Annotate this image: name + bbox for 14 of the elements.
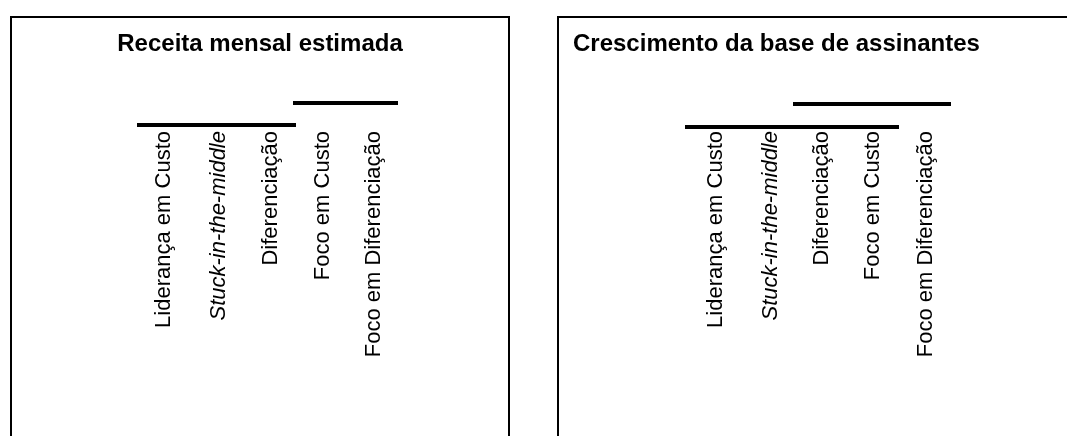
panel-title: Receita mensal estimada (116, 28, 404, 58)
category-label: Liderança em Custo (702, 131, 728, 328)
category-label: Foco em Custo (859, 131, 885, 281)
category-label: Diferenciação (808, 131, 834, 266)
category-label: Stuck-in-the-middle (205, 131, 231, 321)
category-label: Liderança em Custo (150, 131, 176, 328)
panel-frame (557, 16, 1067, 436)
category-label: Diferenciação (257, 131, 283, 266)
panel-title: Crescimento da base de assinantes (572, 28, 981, 58)
category-label: Stuck-in-the-middle (757, 131, 783, 321)
category-label: Foco em Custo (309, 131, 335, 281)
category-label: Foco em Diferenciação (912, 131, 938, 358)
category-label: Foco em Diferenciação (360, 131, 386, 358)
panel-frame (10, 16, 510, 436)
